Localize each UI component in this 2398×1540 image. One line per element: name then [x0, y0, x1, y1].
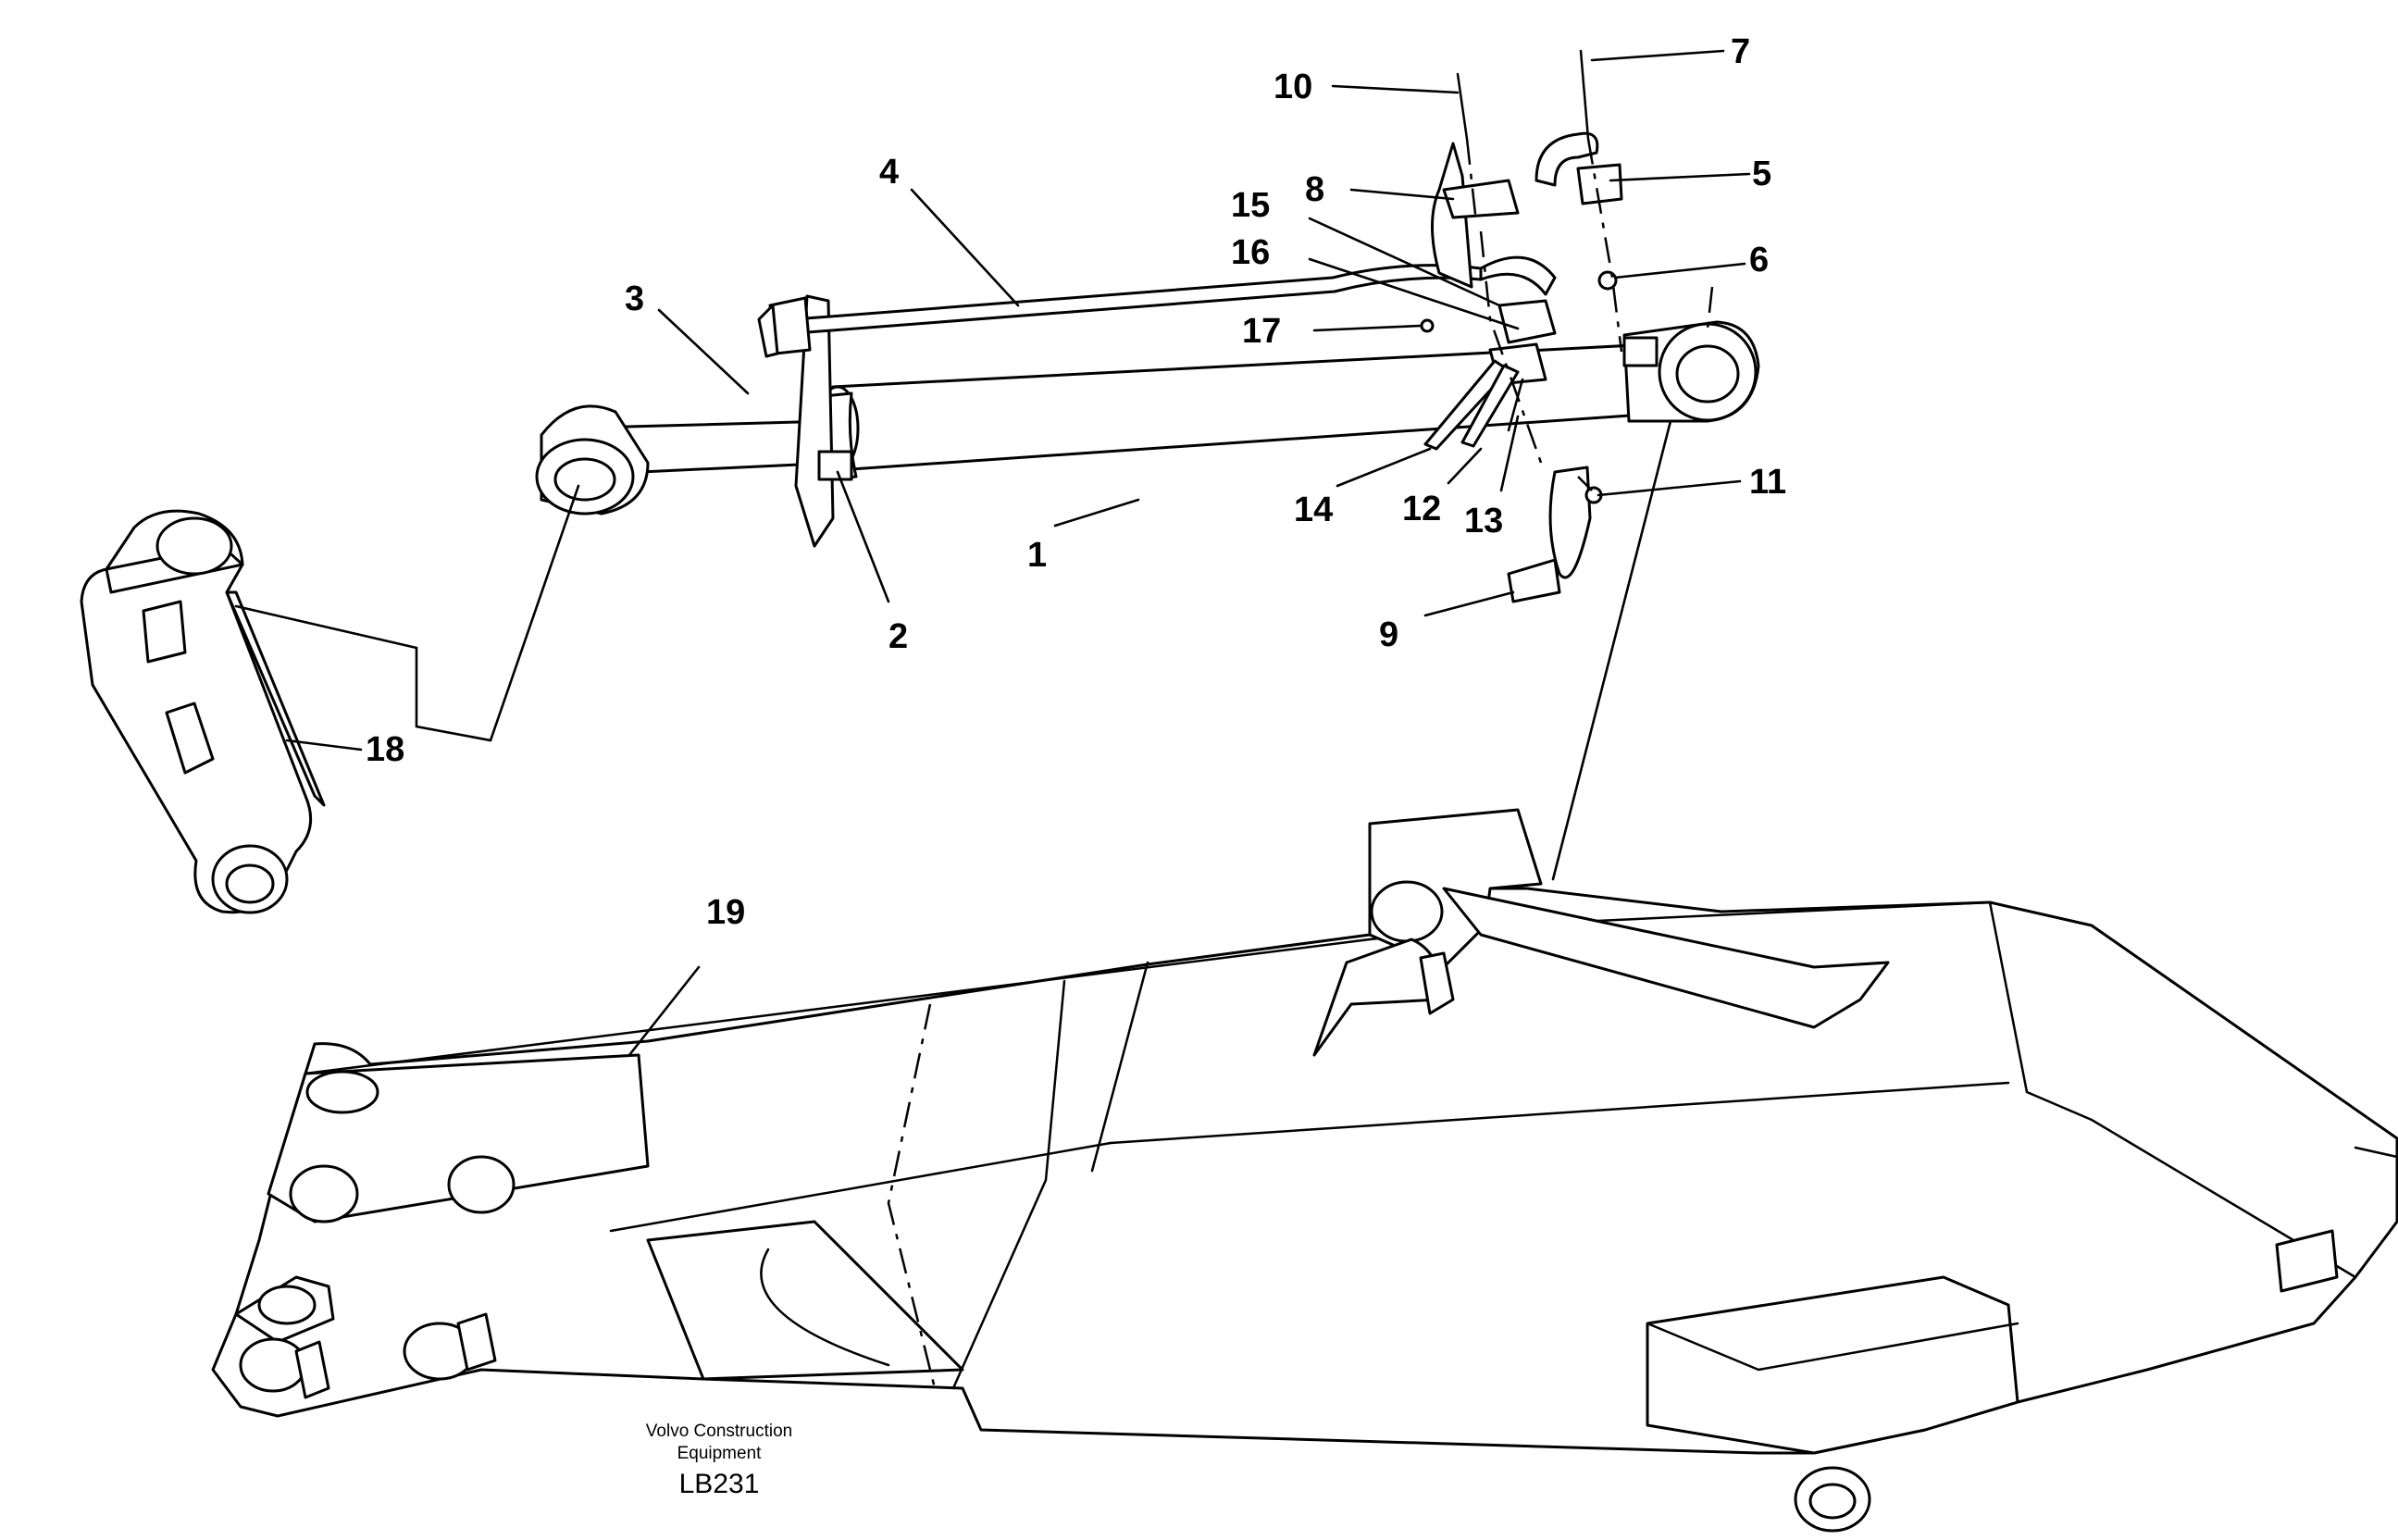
part-number-18: 18 — [366, 730, 404, 769]
part-number-3: 3 — [625, 279, 644, 318]
part-number-16: 16 — [1231, 233, 1270, 272]
boom-part — [211, 808, 2398, 1533]
part-numbers: 1 2 3 4 5 6 7 8 9 10 11 12 13 14 15 16 1… — [366, 32, 1786, 932]
caption-line-1: Volvo Construction — [646, 1422, 792, 1441]
part-number-6: 6 — [1749, 241, 1769, 279]
clamp-plate — [794, 294, 835, 548]
part-number-2: 2 — [888, 617, 908, 656]
part-number-15: 15 — [1231, 186, 1270, 225]
leader-lines — [234, 49, 1751, 1057]
diagram-code: LB231 — [679, 1469, 760, 1499]
diagram-caption: Volvo Construction Equipment LB231 — [646, 1422, 792, 1499]
caption-line-2: Equipment — [677, 1444, 763, 1463]
part-number-14: 14 — [1294, 491, 1333, 529]
cylinder-head-eye — [1622, 320, 1760, 423]
part-number-7: 7 — [1731, 32, 1750, 71]
part-number-5: 5 — [1752, 155, 1771, 193]
cylinder-assembly — [535, 294, 1760, 548]
part-number-8: 8 — [1305, 170, 1324, 209]
part-number-13: 13 — [1464, 502, 1503, 540]
part-number-9: 9 — [1379, 615, 1398, 654]
hydraulic-pipe — [757, 255, 1557, 358]
part-number-4: 4 — [879, 153, 899, 192]
hose-fittings — [1420, 299, 1557, 451]
part-number-1: 1 — [1027, 536, 1047, 575]
part-number-12: 12 — [1402, 490, 1441, 528]
part-number-19: 19 — [706, 893, 745, 932]
part-number-10: 10 — [1274, 68, 1312, 106]
part-number-17: 17 — [1242, 312, 1281, 351]
bracket-assembly — [1431, 49, 1623, 603]
part-number-11: 11 — [1749, 463, 1786, 502]
rod-eye — [535, 404, 650, 515]
link-part — [80, 509, 326, 914]
